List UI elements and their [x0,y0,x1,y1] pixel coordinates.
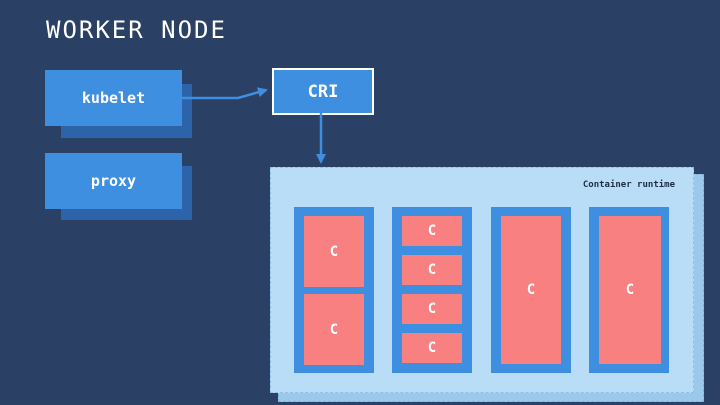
container: C [402,216,462,246]
diagram-title: WORKER NODE [46,16,227,44]
container: C [402,294,462,324]
runtime-label: Container runtime [582,180,675,190]
container: C [402,255,462,285]
container-runtime: Container runtime C C C C C C C C [270,167,694,393]
container: C [402,333,462,363]
container: C [501,216,561,364]
pod-2: C C C C [392,207,472,373]
pod-1: C C [294,207,374,373]
proxy-box: proxy [45,153,182,209]
cri-box: CRI [272,68,374,115]
kubelet-box: kubelet [45,70,182,126]
container: C [599,216,661,364]
pod-4: C [589,207,669,373]
kubelet-to-cri-arrow [182,87,268,100]
pod-3: C [491,207,571,373]
container: C [304,216,364,287]
container: C [304,294,364,365]
